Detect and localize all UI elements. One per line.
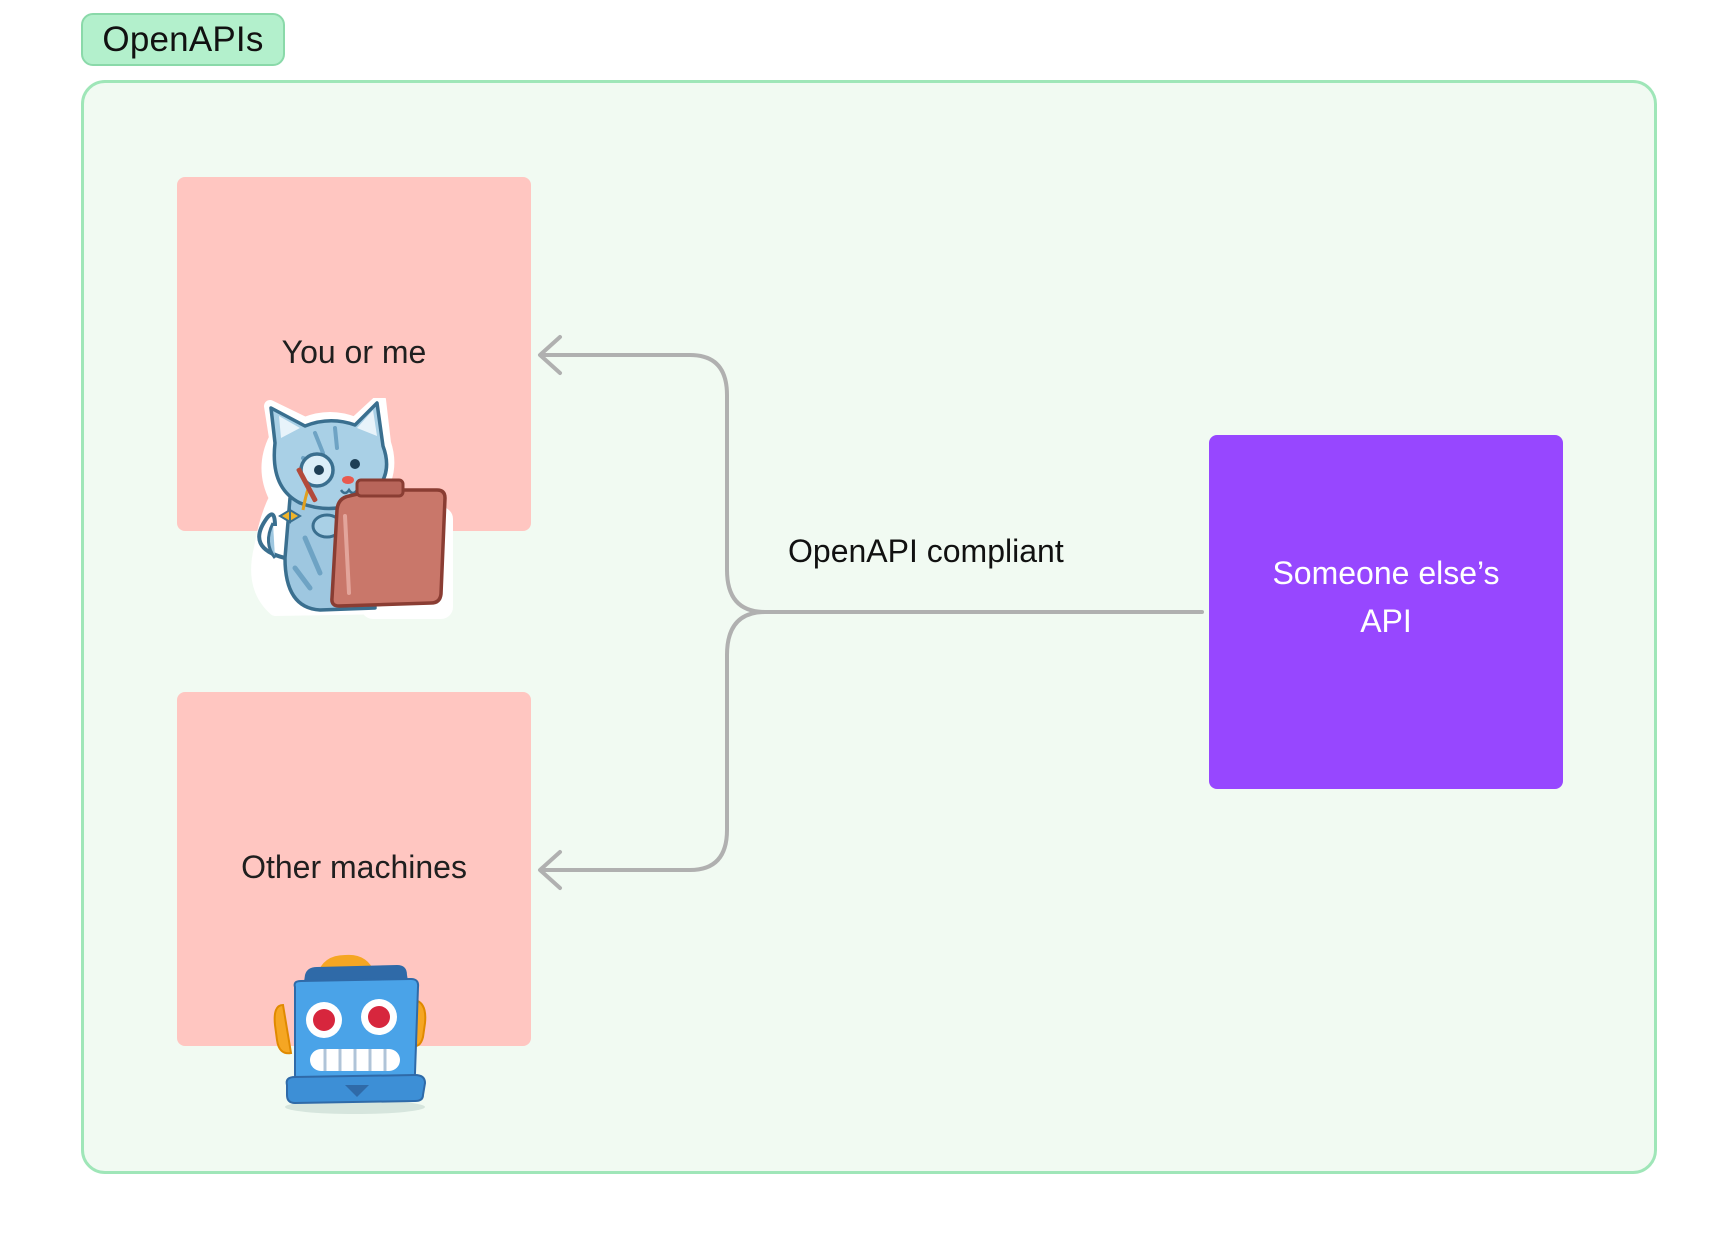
edge-label: OpenAPI compliant [788,533,1064,569]
node-you-or-me-label: You or me [281,334,427,370]
cat-sticker-icon [251,398,453,619]
connector-line [540,353,1204,614]
arrowhead-to-other-machines [538,850,562,890]
node-other-machines-label: Other machines [241,849,467,885]
connector-line [540,610,767,872]
robot-sticker-icon [273,954,427,1114]
node-api-label: Someone else’s API [1272,555,1500,639]
section-title[interactable]: OpenAPIs [81,13,285,66]
arrowhead-to-you-or-me [538,335,562,375]
node-someone-elses-api[interactable]: Someone else’s API [1209,435,1563,789]
